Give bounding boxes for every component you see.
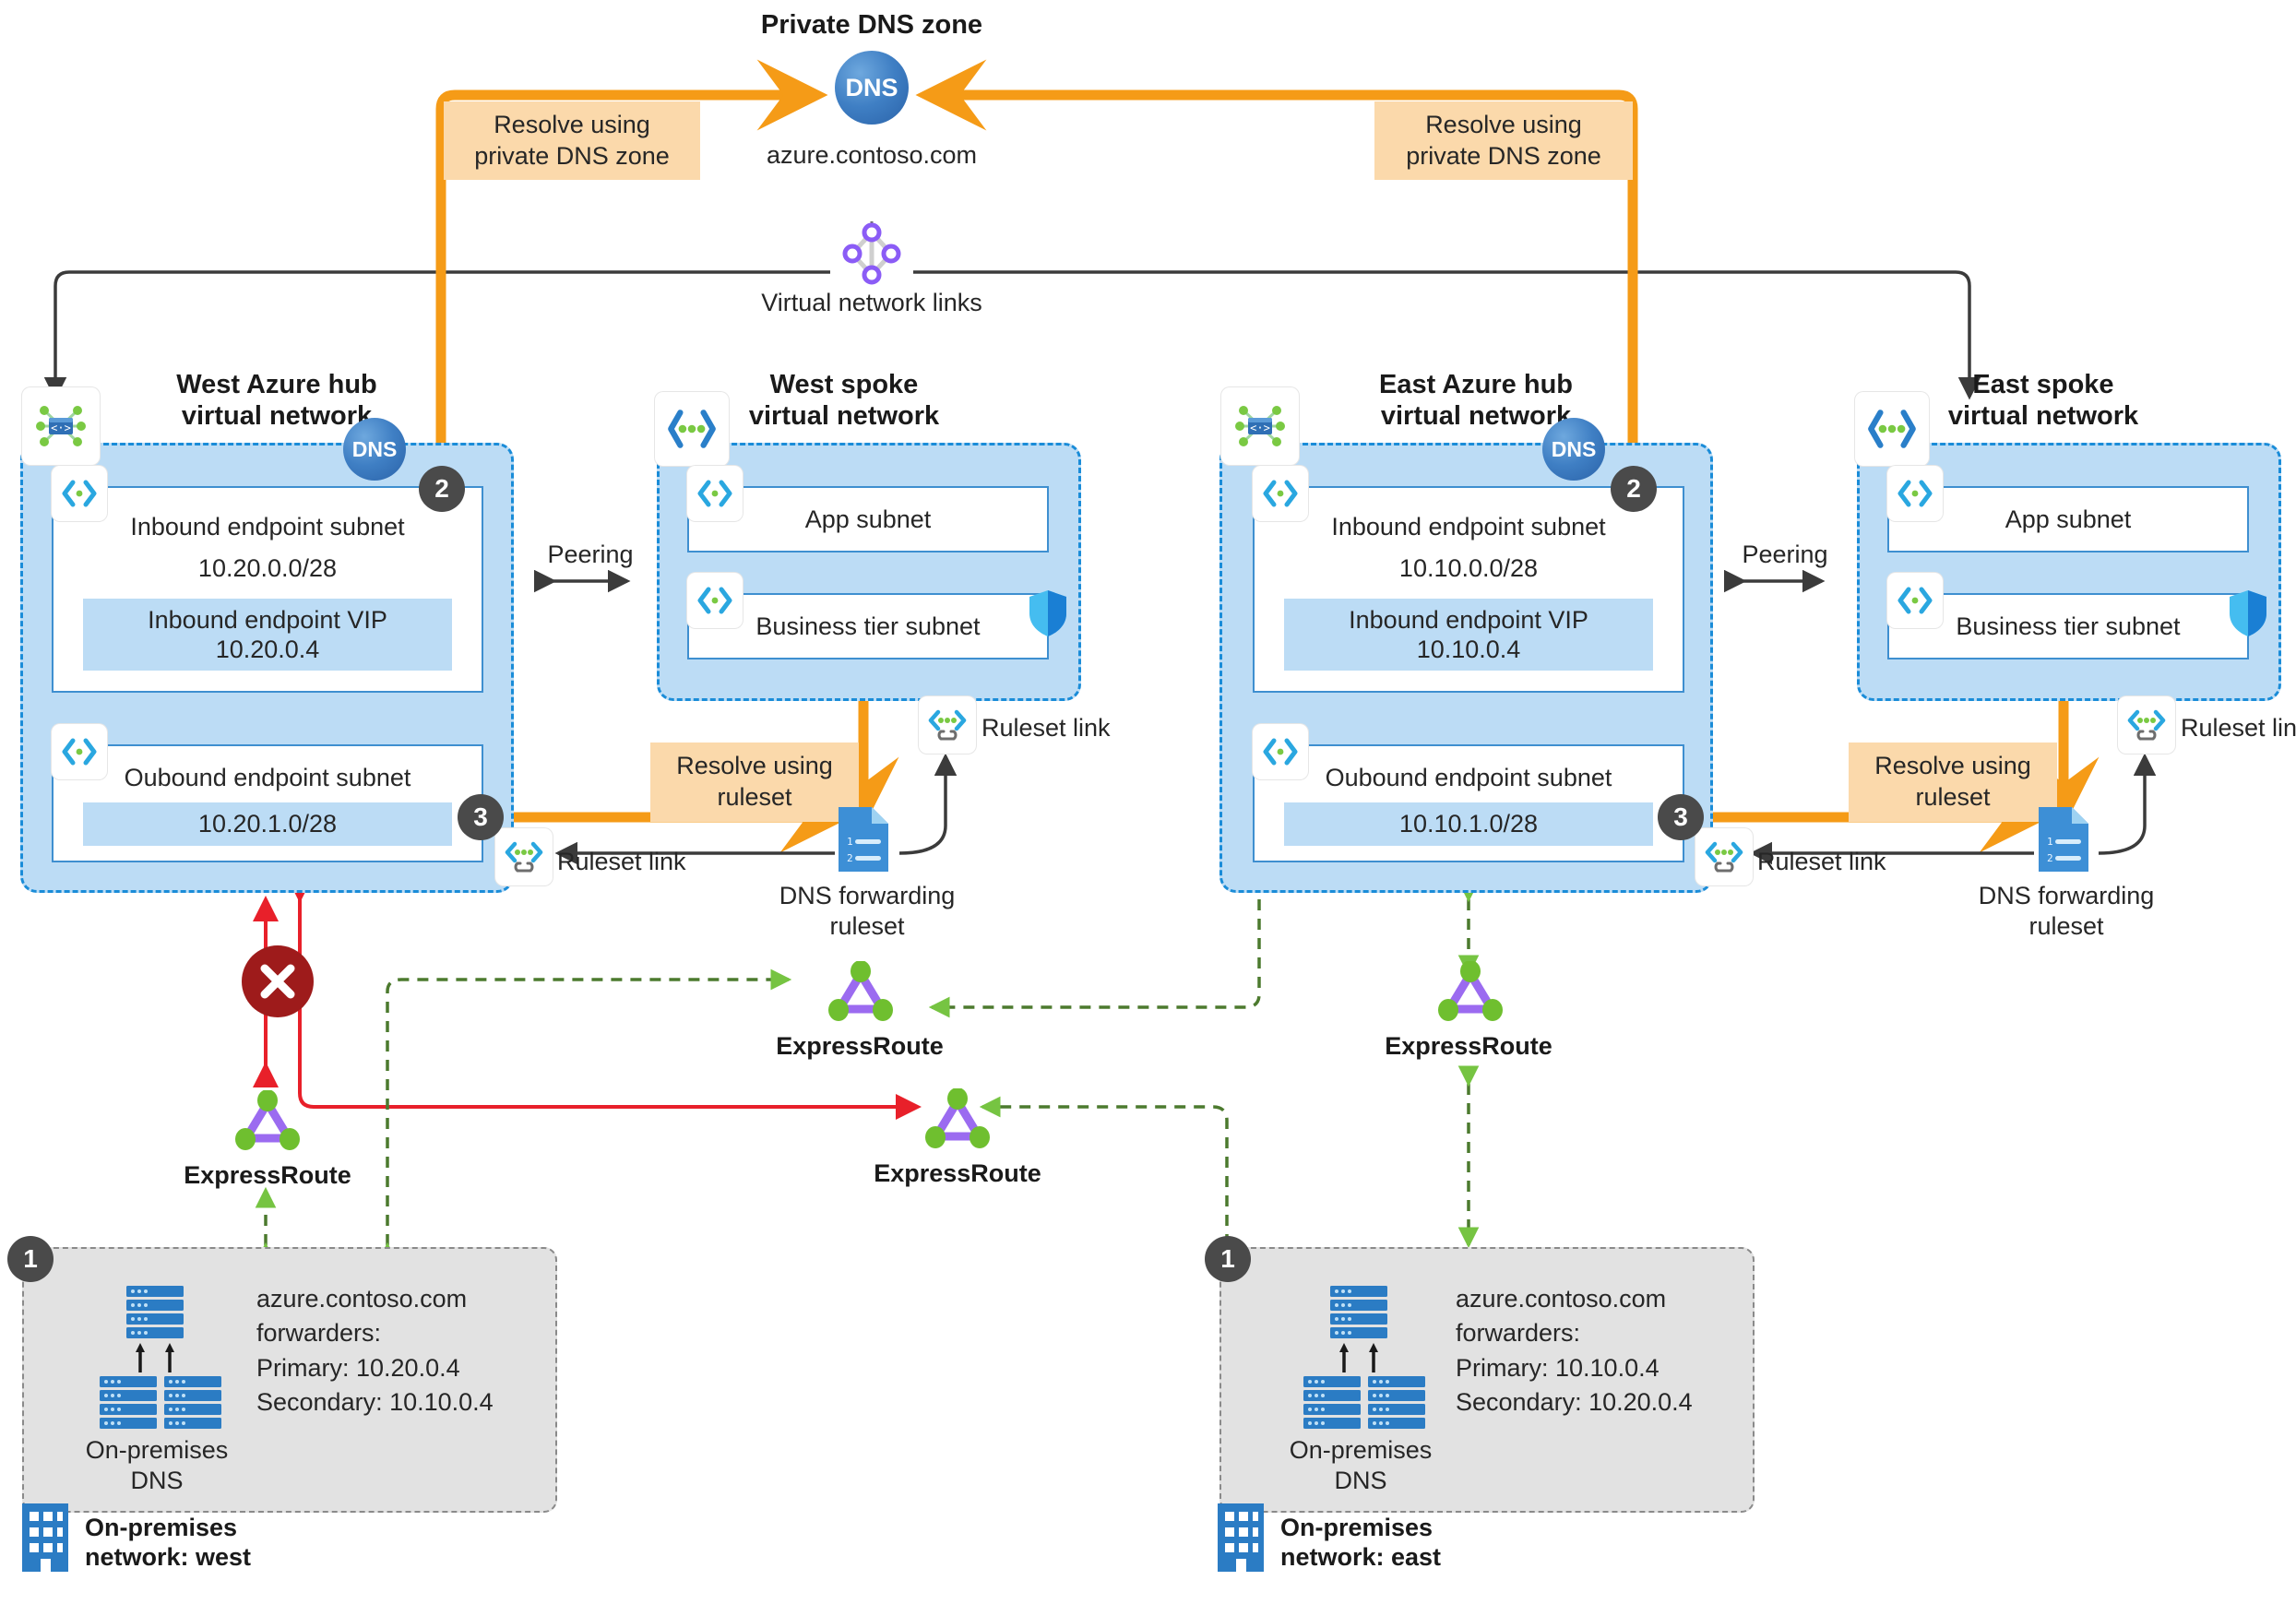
east-spoke-vnet-icon — [1855, 392, 1929, 466]
callout-resolve-ruleset-east: Resolve using ruleset — [1849, 743, 2057, 822]
callout-resolve-private-dns-west: Resolve using private DNS zone — [444, 101, 700, 180]
west-hub-dns-icon: DNS — [343, 418, 406, 481]
west-spoke-app-subnet: App subnet — [687, 486, 1049, 552]
east-hub-ruleset-link-label: Ruleset link — [1757, 848, 1886, 875]
onprem-west-dns-servers-icon — [74, 1284, 240, 1432]
east-hub-outbound-subnet-icon — [1253, 724, 1308, 779]
onprem-west-dns-label: On-premises DNS — [85, 1436, 229, 1494]
expressroute-middle-top-icon — [826, 960, 896, 1022]
expressroute-middle-top-label: ExpressRoute — [776, 1032, 944, 1060]
expressroute-east-icon — [1435, 960, 1505, 1022]
west-spoke-business-subnet: Business tier subnet — [687, 593, 1049, 659]
expressroute-west-label: ExpressRoute — [184, 1161, 351, 1189]
west-spoke-app-subnet-icon — [687, 466, 743, 521]
west-hub-dns-label: DNS — [351, 436, 398, 461]
svg-text:2: 2 — [2047, 852, 2053, 864]
expressroute-middle-lower-icon — [922, 1087, 993, 1149]
east-hub-title: East Azure hub virtual network — [1378, 370, 1573, 432]
svg-text:1: 1 — [2047, 836, 2053, 848]
svg-text:<·>: <·> — [1250, 422, 1270, 434]
east-hub-vnet-icon: <·> — [1221, 387, 1299, 465]
west-spoke-vnet-icon — [655, 392, 729, 466]
east-hub-ruleset-link-icon — [1695, 828, 1753, 885]
onprem-west-forwarders: azure.contoso.com forwarders: Primary: 1… — [256, 1285, 494, 1416]
callout-resolve-ruleset-west: Resolve using ruleset — [650, 743, 859, 822]
onprem-east-dns-servers-icon — [1278, 1284, 1444, 1432]
west-spoke-ruleset-link-icon — [919, 696, 976, 754]
onprem-west-building-icon — [20, 1502, 70, 1574]
east-hub-dns-label: DNS — [1551, 436, 1597, 461]
virtual-network-links-label: Virtual network links — [761, 289, 982, 316]
west-hub-outbound-subnet-cidr: 10.20.1.0/28 — [83, 802, 452, 846]
expressroute-middle-lower-label: ExpressRoute — [874, 1159, 1041, 1187]
east-hub-badge-3: 3 — [1658, 794, 1704, 840]
west-spoke-business-subnet-label: Business tier subnet — [755, 612, 981, 640]
east-hub-badge-2: 2 — [1611, 466, 1657, 512]
onprem-east-network-label: On-premises network: east — [1280, 1514, 1442, 1572]
private-dns-zone-title: Private DNS zone — [760, 10, 983, 40]
east-spoke-business-subnet: Business tier subnet — [1887, 593, 2249, 659]
east-hub-inbound-subnet-icon — [1253, 466, 1308, 521]
onprem-west-badge-1: 1 — [7, 1236, 54, 1282]
expressroute-west-icon — [232, 1089, 303, 1151]
west-hub-inbound-subnet: Inbound endpoint subnet 10.20.0.0/28 Inb… — [52, 486, 483, 693]
peering-label-west: Peering — [547, 541, 634, 568]
west-hub-inbound-subnet-cidr: 10.20.0.0/28 — [197, 553, 338, 582]
east-spoke-business-subnet-icon — [1887, 573, 1943, 628]
onprem-east-badge-1: 1 — [1205, 1236, 1251, 1282]
east-spoke-app-subnet-label: App subnet — [2005, 505, 2132, 533]
east-spoke-business-subnet-label: Business tier subnet — [1956, 612, 2181, 640]
east-hub-inbound-subnet-name: Inbound endpoint subnet — [1331, 512, 1606, 541]
svg-text:2: 2 — [847, 852, 853, 864]
onprem-east-building-icon — [1216, 1502, 1266, 1574]
west-hub-outbound-subnet-name: Oubound endpoint subnet — [124, 764, 411, 792]
east-dns-forwarding-ruleset-label: DNS forwarding ruleset — [1978, 882, 2155, 940]
west-hub-outbound-subnet-icon — [52, 724, 107, 779]
expressroute-east-label: ExpressRoute — [1385, 1032, 1552, 1060]
west-hub-vnet-icon: <·> — [22, 387, 100, 465]
west-hub-inbound-subnet-icon — [52, 466, 107, 521]
private-dns-zone-name: azure.contoso.com — [766, 141, 978, 169]
east-hub-outbound-subnet: Oubound endpoint subnet 10.10.1.0/28 — [1253, 744, 1684, 862]
onprem-west-network-label: On-premises network: west — [85, 1514, 252, 1572]
east-spoke-shield-icon — [2227, 588, 2269, 638]
west-hub-inbound-subnet-name: Inbound endpoint subnet — [130, 512, 405, 541]
east-spoke-app-subnet: App subnet — [1887, 486, 2249, 552]
west-hub-ruleset-link-label: Ruleset link — [557, 848, 686, 875]
west-hub-badge-3: 3 — [458, 794, 504, 840]
blocked-x-icon — [242, 945, 314, 1017]
east-spoke-title: East spoke virtual network — [1947, 370, 2139, 432]
west-spoke-business-subnet-icon — [687, 573, 743, 628]
west-dns-forwarding-ruleset-label: DNS forwarding ruleset — [779, 882, 956, 940]
east-hub-outbound-subnet-name: Oubound endpoint subnet — [1325, 764, 1612, 792]
dns-globe-label: DNS — [845, 73, 898, 101]
west-spoke-shield-icon — [1027, 588, 1069, 638]
east-hub-dns-icon: DNS — [1542, 418, 1605, 481]
west-spoke-app-subnet-label: App subnet — [804, 505, 932, 533]
west-spoke-title: West spoke virtual network — [748, 370, 940, 432]
west-hub-ruleset-link-icon — [495, 828, 553, 885]
virtual-network-links-icon — [839, 221, 904, 286]
svg-text:<·>: <·> — [51, 422, 71, 434]
west-hub-badge-2: 2 — [419, 466, 465, 512]
west-spoke-ruleset-link-label: Ruleset link — [981, 714, 1111, 742]
west-dns-forwarding-ruleset-icon: 1 2 — [835, 804, 892, 874]
east-dns-forwarding-ruleset-icon: 1 2 — [2035, 804, 2092, 874]
onprem-east-forwarders: azure.contoso.com forwarders: Primary: 1… — [1456, 1285, 1693, 1416]
east-hub-inbound-subnet: Inbound endpoint subnet 10.10.0.0/28 Inb… — [1253, 486, 1684, 693]
west-hub-title: West Azure hub virtual network — [176, 370, 377, 432]
east-hub-inbound-subnet-cidr: 10.10.0.0/28 — [1398, 553, 1539, 582]
east-spoke-app-subnet-icon — [1887, 466, 1943, 521]
east-spoke-ruleset-link-label: Ruleset link — [2181, 714, 2296, 742]
west-hub-outbound-subnet: Oubound endpoint subnet 10.20.1.0/28 — [52, 744, 483, 862]
callout-resolve-private-dns-east: Resolve using private DNS zone — [1374, 101, 1633, 180]
east-hub-inbound-vip: Inbound endpoint VIP 10.10.0.4 — [1284, 598, 1653, 671]
private-dns-zone-globe-icon: DNS — [835, 51, 909, 125]
onprem-east-dns-label: On-premises DNS — [1289, 1436, 1433, 1494]
east-hub-outbound-subnet-cidr: 10.10.1.0/28 — [1284, 802, 1653, 846]
peering-label-east: Peering — [1742, 541, 1828, 568]
east-spoke-ruleset-link-icon — [2118, 696, 2175, 754]
west-hub-inbound-vip: Inbound endpoint VIP 10.20.0.4 — [83, 598, 452, 671]
svg-text:1: 1 — [847, 836, 853, 848]
